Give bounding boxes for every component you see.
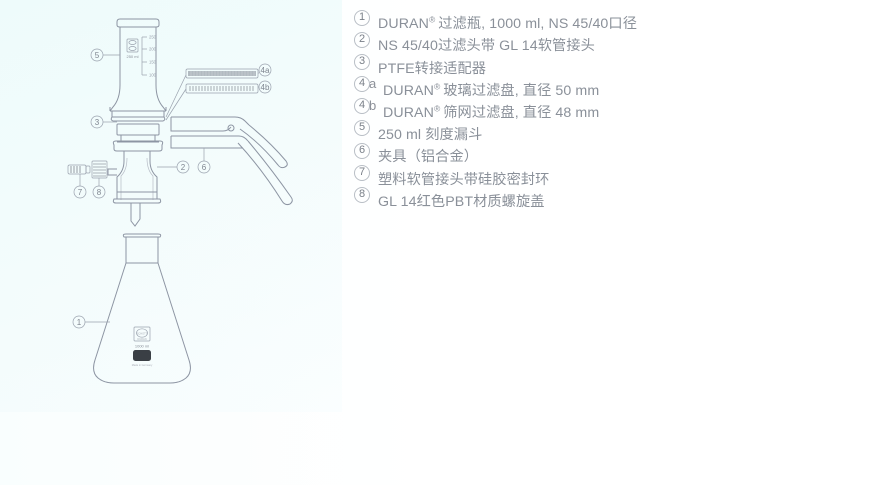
funnel-graduation-scale: 250 200 150 100	[141, 35, 157, 78]
legend-number-5: 5	[352, 117, 378, 139]
callout-8: 8	[92, 178, 106, 199]
legend-list: 1 DURAN® 过滤瓶, 1000 ml, NS 45/40口径 2 NS 4…	[352, 6, 862, 210]
legend-suffix-4a: a	[369, 75, 377, 91]
legend-number-4b: 4 b	[352, 95, 378, 117]
flask-brand-bottom: DURAN	[137, 337, 146, 341]
legend-item-4a: 4 a DURAN® 玻璃过滤盘, 直径 50 mm	[352, 73, 862, 99]
legend-number-7: 7	[352, 161, 378, 183]
callout-3: 3	[90, 115, 117, 129]
callout-7-label: 7	[78, 188, 83, 197]
callout-6: 6	[197, 148, 211, 174]
callout-3-label: 3	[95, 118, 100, 127]
graduation-150: 150	[149, 60, 157, 65]
flask-volume-label: 1000 ml	[135, 344, 149, 349]
callout-2: 2	[157, 160, 190, 174]
scan-background-tint	[0, 0, 342, 412]
glass-filter-disc: 4a	[185, 63, 272, 79]
filter-head: 2	[107, 140, 190, 227]
legend-number-2: 2	[352, 28, 378, 50]
graduated-funnel: 250 200 150 100 250 ml 5	[90, 18, 167, 122]
ptfe-adapter: 3	[90, 115, 160, 143]
callout-1: 1	[72, 315, 110, 329]
legend-item-6: 6 夹具（铝合金）	[352, 139, 862, 165]
funnel-volume-label: 250 ml	[126, 54, 138, 59]
legend-item-8: 8 GL 14红色PBT材质螺旋盖	[352, 184, 862, 210]
graduation-100: 100	[149, 73, 157, 78]
callout-1-label: 1	[77, 318, 82, 327]
flask-label-band	[133, 350, 151, 361]
apparatus-diagram: 250 200 150 100 250 ml 5	[0, 0, 342, 420]
hose-connector: 7	[67, 164, 91, 199]
legend-label-4a: DURAN® 玻璃过滤盘, 直径 50 mm	[383, 81, 600, 99]
legend-number-3: 3	[352, 50, 378, 72]
legend-label-8: GL 14红色PBT材质螺旋盖	[378, 193, 545, 210]
flask-brand-top: SCHOTT	[137, 331, 148, 335]
legend-number-6: 6	[352, 139, 378, 161]
funnel-volume-badge: 250 ml	[126, 38, 139, 59]
legend-suffix-4b: b	[369, 97, 377, 113]
legend-item-4b: 4 b DURAN® 筛网过滤盘, 直径 48 mm	[352, 95, 862, 121]
callout-2-label: 2	[181, 163, 186, 172]
graduation-250: 250	[149, 35, 157, 40]
screw-cap: 8	[91, 160, 108, 199]
legend-number-8: 8	[352, 184, 378, 206]
callout-5-label: 5	[95, 51, 100, 60]
legend-item-3: 3 PTFE转接适配器	[352, 50, 862, 77]
legend-label-5: 250 ml 刻度漏斗	[378, 127, 483, 144]
mesh-filter-disc: 4b	[185, 80, 272, 94]
callout-6-label: 6	[202, 163, 207, 172]
filter-discs: 4a 4b	[165, 63, 272, 121]
flask-logo: SCHOTT DURAN	[133, 326, 151, 342]
callout-7: 7	[73, 174, 87, 199]
legend-item-1: 1 DURAN® 过滤瓶, 1000 ml, NS 45/40口径	[352, 6, 862, 32]
callout-4a-label: 4a	[261, 66, 270, 75]
callout-5: 5	[90, 48, 120, 62]
callout-4b-label: 4b	[261, 83, 270, 92]
callout-8-label: 8	[97, 188, 102, 197]
flask-origin-label: Made in Germany	[132, 363, 153, 367]
legend-label-7: 塑料软管接头带硅胶密封环	[378, 171, 550, 188]
legend-number-1: 1	[352, 6, 378, 28]
clamp: 6	[170, 116, 293, 206]
legend-label-3: PTFE转接适配器	[378, 60, 487, 77]
filtering-flask: SCHOTT DURAN 1000 ml Made in Germany 1	[72, 233, 191, 384]
legend-label-2: NS 45/40过滤头带 GL 14软管接头	[378, 38, 595, 55]
graduation-200: 200	[149, 47, 157, 52]
legend-label-4b: DURAN® 筛网过滤盘, 直径 48 mm	[383, 103, 600, 121]
legend-item-7: 7 塑料软管接头带硅胶密封环	[352, 161, 862, 188]
legend-label-6: 夹具（铝合金）	[378, 149, 479, 166]
legend-item-2: 2 NS 45/40过滤头带 GL 14软管接头	[352, 28, 862, 54]
legend-label-1: DURAN® 过滤瓶, 1000 ml, NS 45/40口径	[378, 14, 638, 33]
legend-number-4a: 4 a	[352, 73, 378, 95]
legend-item-5: 5 250 ml 刻度漏斗	[352, 117, 862, 143]
